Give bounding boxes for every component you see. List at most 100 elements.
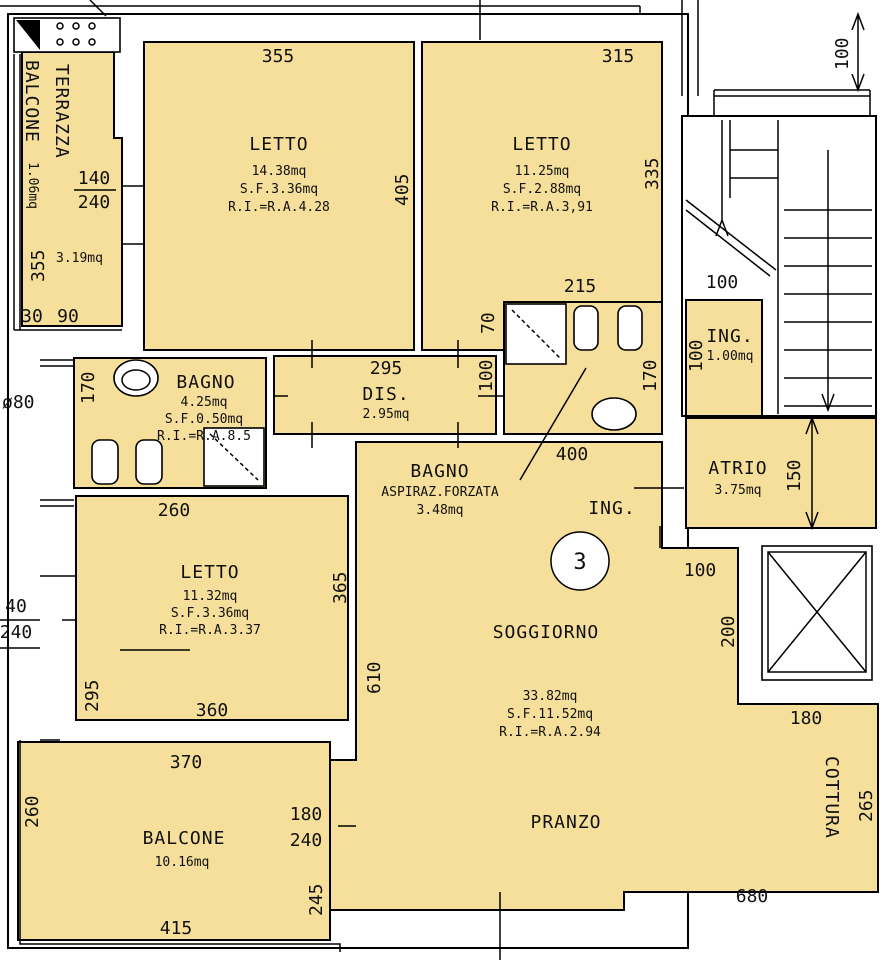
dim-355: 355 (262, 46, 295, 67)
dim-315: 315 (602, 46, 635, 67)
dim-400: 400 (556, 444, 589, 465)
dim-100-top: 100 (832, 37, 853, 70)
stair-steps (685, 120, 872, 414)
letto-1-sf: S.F.3.36mq (240, 182, 318, 197)
ing-stair-area-text: 1.00mq (707, 349, 754, 364)
dim-335: 335 (642, 157, 663, 190)
letto-3-sf: S.F.3.36mq (171, 606, 249, 621)
letto-2-area-text: 11.25mq (515, 164, 570, 179)
bidet-bagno-1 (91, 439, 119, 485)
ing-stair-area (685, 299, 763, 417)
dim-680: 680 (736, 886, 769, 907)
dim-610: 610 (364, 661, 385, 694)
ing-stair-name: ING. (706, 326, 753, 347)
balcone-bottom-name: BALCONE (143, 828, 226, 849)
dim-140b: 40 (5, 596, 27, 617)
dim-360: 360 (196, 700, 229, 721)
dim-240a: 240 (78, 192, 111, 213)
top-edge-line (0, 0, 699, 96)
letto-3-area (75, 495, 349, 721)
letto-1-area-text: 14.38mq (252, 164, 307, 179)
bagno-1-area-text: 4.25mq (181, 395, 228, 410)
dim-355v: 355 (28, 249, 49, 282)
dim-100a: 100 (476, 359, 497, 392)
dim-240c: 240 (290, 830, 323, 851)
top-right-dimension (851, 11, 865, 93)
dim-90: 90 (57, 306, 79, 327)
dim-170a: 170 (640, 359, 661, 392)
atrio-area-text: 3.75mq (715, 483, 762, 498)
soggiorno-ri: R.I.=R.A.2.94 (499, 725, 601, 740)
atrio-arrow (805, 415, 819, 531)
soggiorno-sf: S.F.11.52mq (507, 707, 593, 722)
dis-name: DIS. (362, 384, 409, 405)
atrio-name: ATRIO (708, 458, 767, 479)
dim-265: 265 (856, 789, 877, 822)
dim-365: 365 (330, 571, 351, 604)
soggiorno-area-text: 33.82mq (523, 689, 578, 704)
elevator-cross (767, 551, 867, 673)
dim-70: 70 (478, 312, 499, 334)
dim-170b: 170 (78, 371, 99, 404)
bagno-2-leader (519, 367, 587, 481)
letto-2-sf: S.F.2.88mq (503, 182, 581, 197)
bagno-1-sf: S.F.0.50mq (165, 412, 243, 427)
opening-marks (62, 0, 661, 960)
terrazza-name: TERRAZZA (51, 64, 72, 159)
dis-area-text: 2.95mq (363, 407, 410, 422)
bidet-bagno-2 (573, 305, 599, 351)
toilet-bagno-1 (135, 439, 163, 485)
bagno-1-name: BAGNO (176, 372, 235, 393)
dim-30: 30 (21, 306, 43, 327)
elevator-car (767, 551, 867, 673)
letto-3-ri: R.I.=R.A.3.37 (159, 623, 261, 638)
cottura-name: COTTURA (821, 756, 842, 839)
soggiorno-ing: ING. (588, 498, 635, 519)
letto-2-area (421, 41, 663, 351)
dim-140a: 140 (78, 168, 111, 189)
balcone-top-area: 1.06mq (25, 162, 40, 209)
soggiorno-name: SOGGIORNO (493, 622, 600, 643)
balcone-top-name: BALCONE (21, 60, 42, 143)
terrazza-area-text: 3.19mq (56, 251, 103, 266)
letto-2-name: LETTO (512, 134, 571, 155)
dim-405: 405 (392, 173, 413, 206)
letto-3-name: LETTO (180, 562, 239, 583)
dim-180a: 180 (790, 708, 823, 729)
dim-260a: 260 (158, 500, 191, 521)
dim-415: 415 (160, 918, 193, 939)
dim-100c: 100 (686, 339, 707, 372)
bagno-2-area-text: 3.48mq (417, 503, 464, 518)
dim-245: 245 (306, 883, 327, 916)
letto-3-area-text: 11.32mq (183, 589, 238, 604)
dim-370: 370 (170, 752, 203, 773)
dim-295: 295 (370, 358, 403, 379)
dim-100d: 100 (684, 560, 717, 581)
letto-1-ri: R.I.=R.A.4.28 (228, 200, 330, 215)
atrio-area (685, 417, 877, 529)
dim-180b: 180 (290, 804, 323, 825)
dim-150: 150 (784, 459, 805, 492)
shower-bagno-2 (505, 303, 567, 365)
balcone-bottom-area (17, 741, 331, 941)
dim-260b: 260 (22, 795, 43, 828)
bagno-1-ri: R.I.=R.A.8.5 (157, 429, 251, 444)
letto-1-area (143, 41, 415, 351)
burners (56, 22, 96, 46)
dim-100b: 100 (706, 272, 739, 293)
dim-295b: 295 (82, 679, 103, 712)
bagno-2-note: ASPIRAZ.FORZATA (381, 485, 499, 500)
pipe-label: ø80 (2, 392, 35, 413)
unit-number: 3 (573, 550, 586, 575)
dim-240b: 240 (0, 622, 32, 643)
sink-bagno-2 (591, 397, 637, 431)
letto-2-ri: R.I.=R.A.3,91 (491, 200, 593, 215)
dim-215: 215 (564, 276, 597, 297)
corner-hatch (16, 20, 40, 50)
unit-number-badge (550, 531, 610, 591)
shower-bagno-1 (203, 427, 265, 487)
dis-area (273, 355, 497, 435)
dim-200: 200 (718, 615, 739, 648)
bagno-2-name: BAGNO (410, 461, 469, 482)
